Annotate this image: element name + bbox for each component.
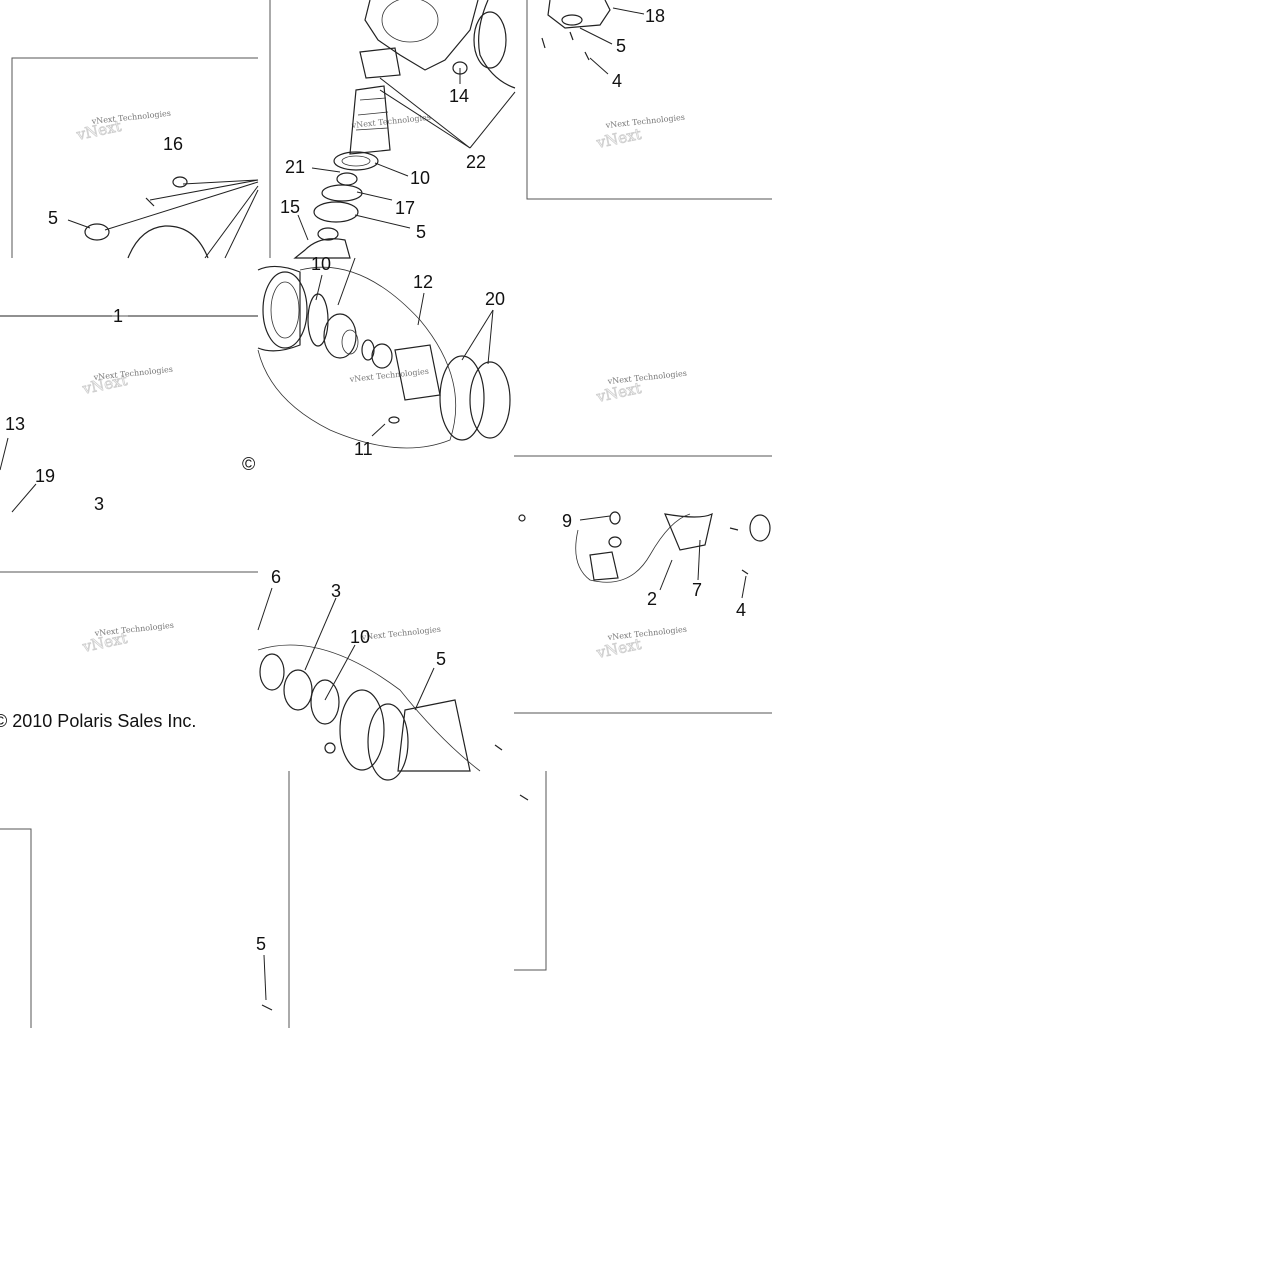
copyright-notice: © 2010 Polaris Sales Inc.	[0, 711, 196, 731]
leader-lines	[0, 7, 747, 1001]
copyright-symbol: ©	[242, 454, 255, 474]
watermark-text: vNext Technologies	[348, 367, 429, 384]
callout-label: 1	[113, 306, 123, 326]
callout-label: 10	[311, 254, 331, 274]
callout-label: 9	[562, 511, 572, 531]
watermark-text: vNext Technologies	[604, 113, 685, 130]
watermark-text: vNext Technologies	[93, 621, 174, 638]
callout-label: 5	[256, 934, 266, 954]
callout-label: 7	[692, 580, 702, 600]
callout-label: 19	[35, 466, 55, 486]
watermark-text: vNext Technologies	[90, 109, 171, 126]
callout-label: 16	[163, 134, 183, 154]
watermark-text: vNext Technologies	[360, 625, 441, 642]
callout-label: 18	[645, 6, 665, 26]
callout-label: 4	[736, 600, 746, 620]
callout-label: 10	[350, 627, 370, 647]
callout-label: 3	[331, 581, 341, 601]
watermark-text: vNext Technologies	[92, 365, 173, 382]
callout-labels: 18 5 4 14 16 5 22 21 10 17 15 5 10 12 20…	[5, 6, 746, 954]
watermarks: vNext vNext Technologies vNext vNext Tec…	[74, 109, 688, 663]
callout-label: 5	[436, 649, 446, 669]
callout-label: 13	[5, 414, 25, 434]
svg-text:vNext: vNext	[594, 125, 643, 152]
callout-label: 21	[285, 157, 305, 177]
callout-label: 3	[94, 494, 104, 514]
callout-label: 15	[280, 197, 300, 217]
callout-label: 12	[413, 272, 433, 292]
tile-frames	[0, 0, 772, 1028]
callout-label: 5	[48, 208, 58, 228]
callout-label: 17	[395, 198, 415, 218]
callout-label: 11	[354, 439, 373, 459]
watermark-text: vNext Technologies	[606, 625, 687, 642]
watermark-text: vNext Technologies	[606, 369, 687, 386]
callout-label: 10	[410, 168, 430, 188]
callout-label: 5	[416, 222, 426, 242]
callout-label: 14	[449, 86, 469, 106]
callout-label: 22	[466, 152, 486, 172]
callout-label: 20	[485, 289, 505, 309]
callout-label: 6	[271, 567, 281, 587]
callout-label: 2	[647, 589, 657, 609]
callout-label: 5	[616, 36, 626, 56]
callout-label: 4	[612, 71, 622, 91]
parts-line-art	[84, 0, 771, 1011]
